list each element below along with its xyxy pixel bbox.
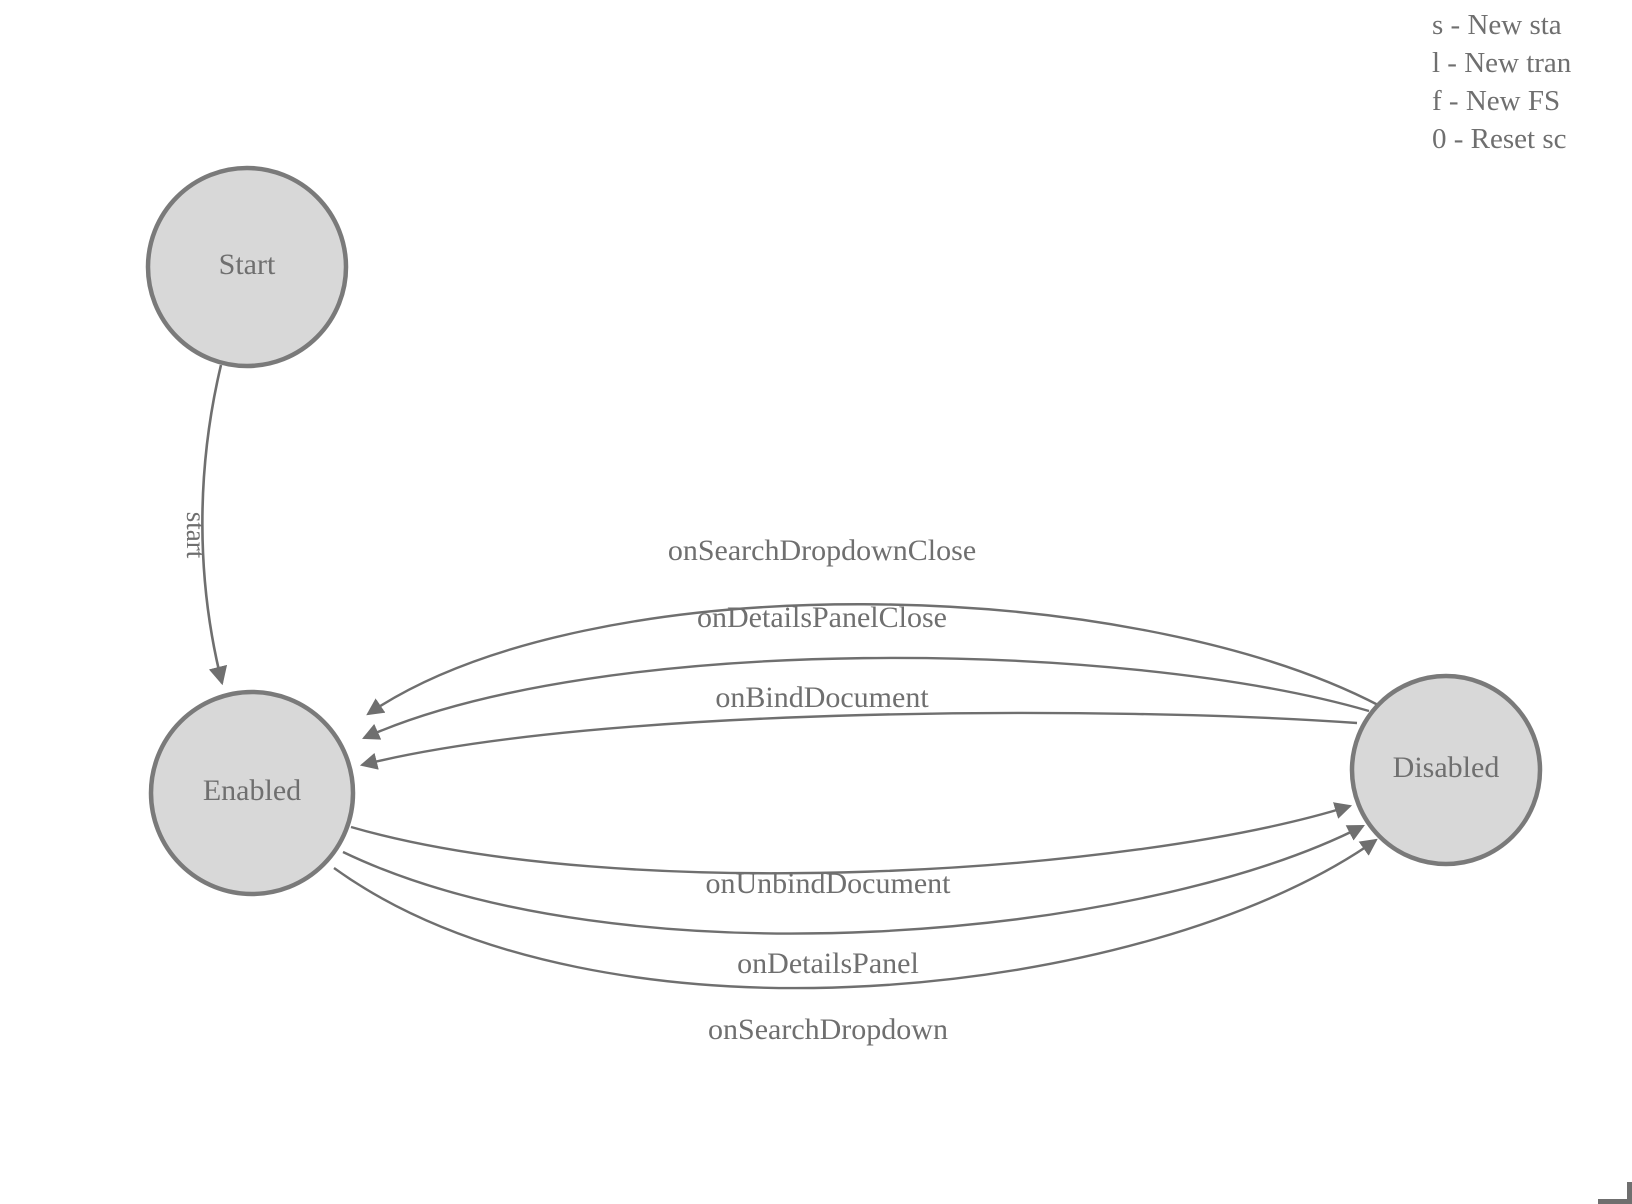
resize-handle-bar-horizontal — [1598, 1199, 1632, 1204]
edge-path-on-details-panel-close — [362, 656, 1370, 740]
edge-start[interactable]: start — [181, 364, 228, 686]
resize-handle-bar-vertical — [1627, 1182, 1632, 1204]
edge-label-start: start — [181, 512, 211, 559]
edge-path-on-search-dropdown — [333, 838, 1378, 990]
state-circle-disabled[interactable] — [1349, 673, 1543, 867]
state-circle-enabled[interactable] — [148, 689, 356, 897]
edge-label-on-search-dropdown: onSearchDropdown — [708, 1013, 948, 1046]
edge-path-on-details-panel — [342, 824, 1365, 935]
edge-label-on-search-dropdown-close: onSearchDropdownClose — [668, 534, 976, 567]
edge-on-unbind-document[interactable]: onUnbindDocument — [350, 802, 1353, 900]
help-line-reset-scale: 0 - Reset sc — [1432, 123, 1567, 155]
edge-path-on-unbind-document — [350, 802, 1353, 875]
edge-on-search-dropdown[interactable]: onSearchDropdown — [333, 838, 1378, 1046]
state-label-start: Start — [219, 248, 276, 281]
state-label-disabled: Disabled — [1393, 751, 1500, 784]
help-line-new-state: s - New sta — [1432, 9, 1562, 41]
edge-label-on-details-panel: onDetailsPanel — [737, 947, 919, 980]
state-node-disabled[interactable]: Disabled — [1349, 673, 1543, 867]
edge-label-on-details-panel-close: onDetailsPanelClose — [697, 601, 947, 634]
state-circle-start[interactable] — [145, 165, 349, 369]
edge-on-bind-document[interactable]: onBindDocument — [359, 681, 1358, 770]
edge-path-on-bind-document — [359, 711, 1358, 770]
keyboard-help-overlay: s - New sta l - New tran f - New FS 0 - … — [1432, 0, 1632, 158]
state-node-start[interactable]: Start — [145, 165, 349, 369]
edge-path-on-search-dropdown-close — [366, 603, 1381, 716]
edge-on-details-panel[interactable]: onDetailsPanel — [342, 824, 1365, 980]
state-label-enabled: Enabled — [203, 774, 301, 807]
help-line-new-transition: l - New tran — [1432, 47, 1572, 79]
edge-on-details-panel-close[interactable]: onDetailsPanelClose — [362, 601, 1370, 740]
help-line-new-fsm: f - New FS — [1432, 85, 1561, 117]
state-node-enabled[interactable]: Enabled — [148, 689, 356, 897]
edge-path-start — [201, 364, 228, 686]
edge-label-on-bind-document: onBindDocument — [715, 681, 929, 714]
resize-handle-icon[interactable] — [1598, 1182, 1632, 1204]
edge-on-search-dropdown-close[interactable]: onSearchDropdownClose — [366, 534, 1381, 716]
edge-label-on-unbind-document: onUnbindDocument — [706, 867, 952, 900]
